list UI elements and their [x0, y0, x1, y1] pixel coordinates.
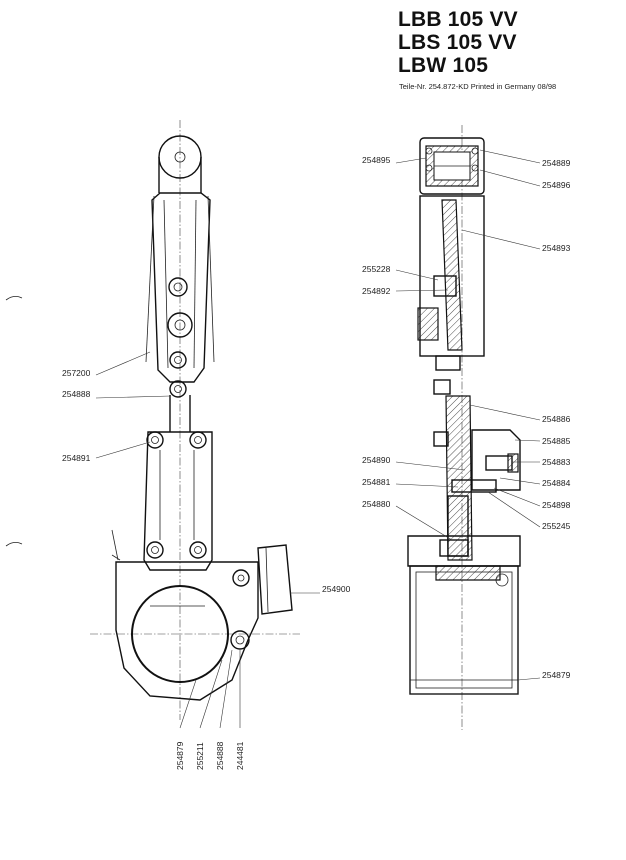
- label-254896: 254896: [542, 180, 571, 190]
- label-254879: 254879: [542, 670, 571, 680]
- label-bottom-254888: 254888: [215, 741, 225, 770]
- title-block: LBB 105 VV LBS 105 VV LBW 105: [398, 8, 518, 77]
- label-255228: 255228: [362, 264, 391, 274]
- label-bottom-254879: 254879: [175, 741, 185, 770]
- label-254883: 254883: [542, 457, 571, 467]
- model-title-1: LBB 105 VV: [398, 8, 518, 31]
- label-254885: 254885: [542, 436, 571, 446]
- label-254890: 254890: [362, 455, 391, 465]
- label-254884: 254884: [542, 478, 571, 488]
- model-title-2: LBS 105 VV: [398, 31, 517, 54]
- label-254881: 254881: [362, 477, 391, 487]
- punch-mark-bottom: [5, 542, 23, 547]
- left-side-view: [90, 120, 300, 720]
- model-title-3: LBW 105: [398, 54, 489, 77]
- punch-mark-top: [5, 296, 23, 301]
- left-leaders: [95, 351, 320, 729]
- label-254889: 254889: [542, 158, 571, 168]
- label-254900: 254900: [322, 584, 351, 594]
- label-254886: 254886: [542, 414, 571, 424]
- label-254888: 254888: [62, 389, 91, 399]
- label-257200: 257200: [62, 368, 91, 378]
- label-254898: 254898: [542, 500, 571, 510]
- label-254895: 254895: [362, 155, 391, 165]
- label-254880: 254880: [362, 499, 391, 509]
- label-bottom-255211: 255211: [195, 742, 205, 770]
- label-bottom-244481: 244481: [235, 741, 245, 770]
- label-255245: 255245: [542, 521, 571, 531]
- label-254893: 254893: [542, 243, 571, 253]
- part-number-info: Teile-Nr. 254.872-KD Printed in Germany …: [399, 82, 557, 91]
- label-254891: 254891: [62, 453, 91, 463]
- right-leaders: [395, 149, 541, 681]
- label-254892: 254892: [362, 286, 391, 296]
- right-section-view: [407, 125, 521, 730]
